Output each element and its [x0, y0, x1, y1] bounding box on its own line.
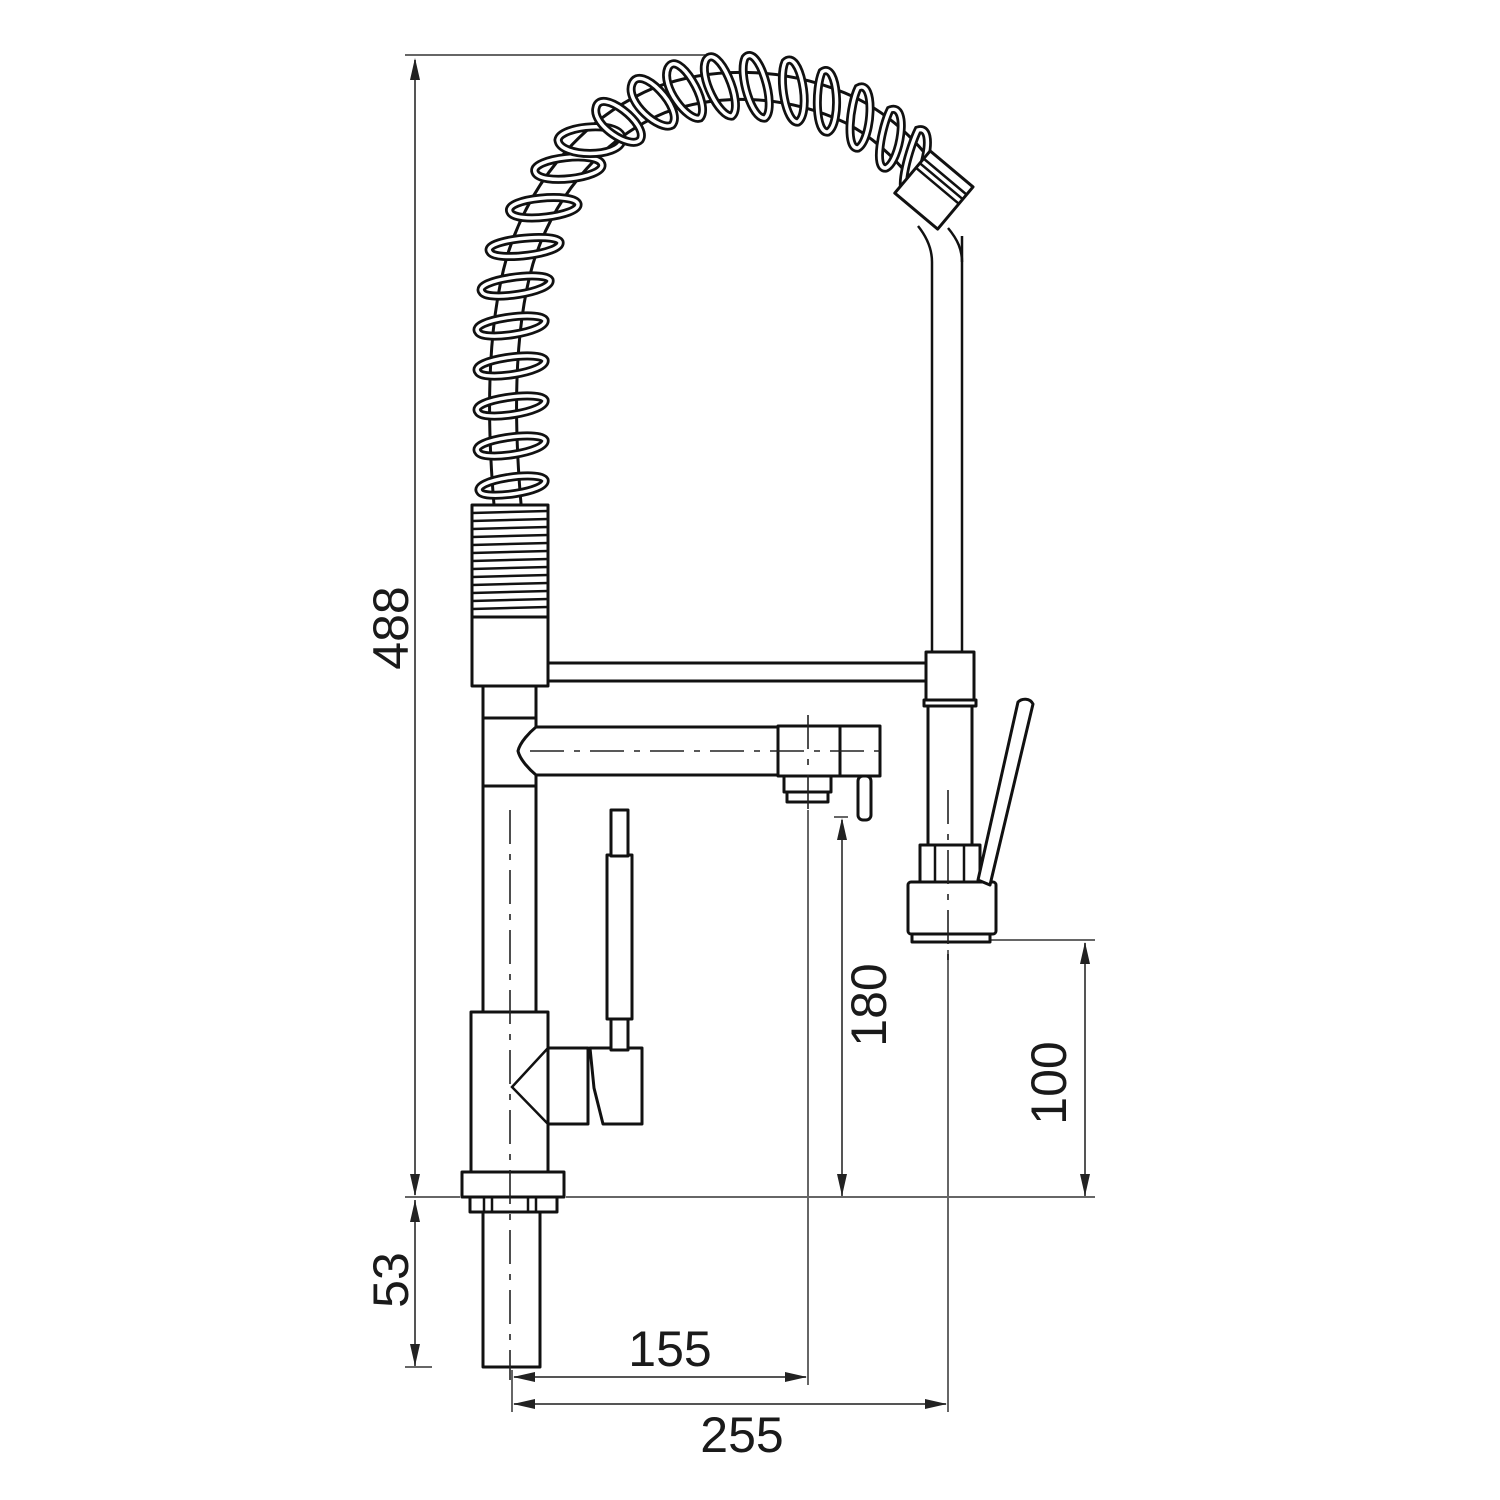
dimension-lines	[405, 54, 1095, 1412]
dim-label-53: 53	[363, 1252, 419, 1308]
spring-open-coils	[472, 51, 932, 500]
spray-head	[906, 697, 1035, 944]
hose-end-connector	[893, 149, 975, 231]
spray-guide-arm	[917, 225, 978, 708]
spring-tight-section	[470, 503, 550, 619]
dim-label-488: 488	[363, 586, 419, 669]
dim-label-100: 100	[1021, 1041, 1077, 1124]
spring-holder-collar	[470, 614, 928, 688]
dimension-labels: 488 53 180 100 155 255	[363, 586, 1077, 1463]
center-lines	[509, 715, 949, 1380]
coil-spring-hose	[470, 51, 975, 619]
dim-label-155: 155	[628, 1321, 711, 1377]
fixed-spout	[516, 724, 882, 822]
dim-label-180: 180	[841, 963, 897, 1046]
tail-pipe	[468, 1195, 559, 1369]
dim-label-255: 255	[700, 1407, 783, 1463]
mixer-body	[469, 808, 644, 1174]
base-flange	[460, 1170, 566, 1199]
